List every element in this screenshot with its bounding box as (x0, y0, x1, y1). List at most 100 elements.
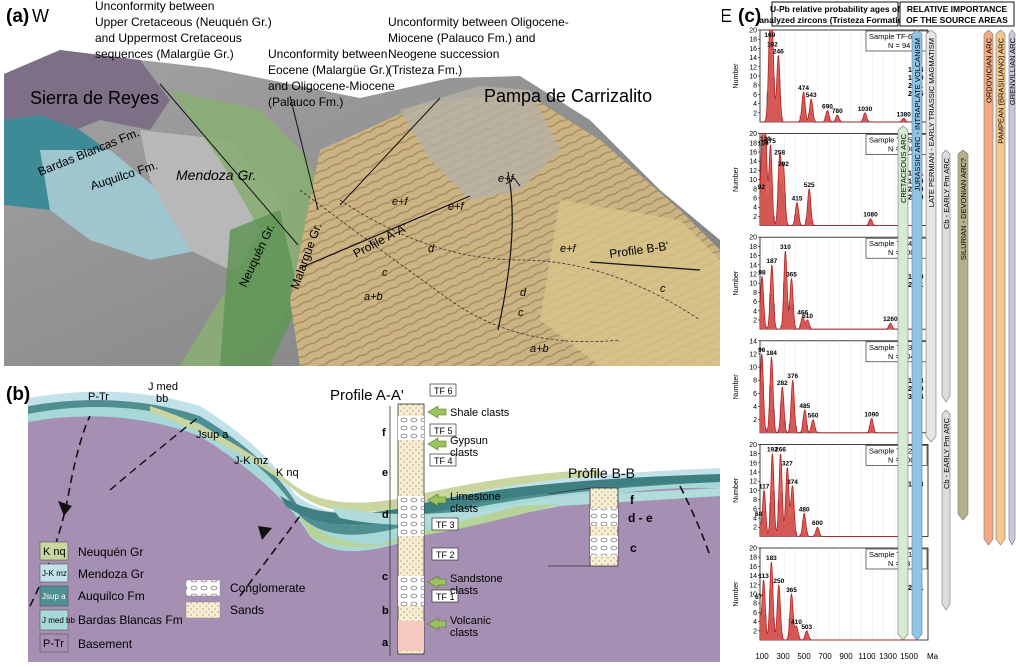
source-bar-shape (983, 29, 994, 546)
y-tick-label: 4 (753, 101, 757, 108)
clast-volcanic-2: clasts (450, 627, 479, 639)
east-label: E (722, 6, 732, 26)
y-tick-label: 6 (753, 196, 757, 203)
west-label: W (32, 6, 49, 26)
probability-area (760, 251, 917, 330)
probability-curve (759, 133, 917, 226)
tf6-label: TF 6 (429, 383, 457, 397)
y-tick-label: 2 (753, 417, 757, 424)
peak-label: 282 (777, 380, 788, 387)
peak-label: 169 (764, 32, 775, 39)
peak-label: 1080 (863, 212, 878, 219)
column-unit-d: d (382, 509, 389, 521)
source-bar-1: CRETACEOUS ARC (897, 125, 909, 641)
peak-label: 175 (765, 138, 776, 145)
svg-text:TF 3: TF 3 (436, 520, 455, 530)
peak-label: 292 (778, 161, 789, 168)
y-tick-label: 10 (749, 488, 757, 495)
probability-curve (759, 353, 917, 434)
y-tick-label: 14 (749, 470, 757, 477)
clast-gypsum-1: Gypsun (450, 435, 488, 447)
callout-line-3 (339, 97, 441, 206)
y-tick-label: 10 (749, 74, 757, 81)
peak-label: 109 (758, 140, 769, 147)
y-tick-label: 18 (749, 555, 757, 562)
landscape-svg: (a) W Unconformity between Upper Cretace… (0, 0, 722, 376)
x-tick-1500: 1500 (900, 652, 918, 661)
source-bar-shape (897, 125, 909, 641)
peak-label: 92 (758, 184, 766, 191)
contact-line-1 (299, 189, 621, 343)
svg-text:Sands: Sands (230, 603, 264, 617)
svg-text:Auquilco Fm: Auquilco Fm (78, 589, 145, 603)
callout-line-1 (159, 83, 299, 246)
source-bar-shape (995, 29, 1006, 546)
y-tick-label: 14 (749, 55, 757, 62)
place-sierra-de-reyes: Sierra de Reyes (30, 88, 159, 108)
peak-label: 690 (822, 104, 833, 111)
y-tick-label: 12 (749, 582, 757, 589)
peak-label: 560 (808, 413, 819, 420)
peak-label: 184 (766, 350, 777, 357)
x-unit: Ma (927, 652, 939, 661)
y-tick-label: 12 (749, 351, 757, 358)
clast-limestone-1: Limestone (450, 491, 501, 503)
peak-label: 1380 (896, 111, 911, 118)
y-tick-label: 4 (753, 619, 757, 626)
svg-text:J med bb: J med bb (42, 616, 75, 625)
y-tick-label: 8 (753, 601, 757, 608)
fault-4 (679, 485, 711, 557)
svg-text:Basement: Basement (78, 637, 133, 651)
peak-label: 183 (766, 555, 777, 562)
y-axis-label: Number (733, 63, 740, 89)
peak-label: 503 (801, 624, 812, 631)
sierra-green (170, 90, 330, 366)
callout-oligocene-4: (Tristeza Fm.) (388, 63, 462, 77)
source-bar-label: SILURIAN - DEVONIAN ARC? (959, 158, 968, 260)
source-bar-shape (925, 29, 937, 443)
map-label-mendoza: Mendoza Gr. (176, 167, 256, 183)
map-label-c-3: c (660, 283, 666, 295)
y-tick-label: 12 (749, 64, 757, 71)
y-tick-label: 16 (749, 460, 757, 467)
source-bar-9: GRENVILLIAN ARC (1008, 29, 1016, 546)
source-bar-8: PAMPEAN (BRASILIANO) ARC (995, 29, 1006, 546)
y-tick-label: 6 (753, 391, 757, 398)
profile-b-line (589, 261, 701, 271)
y-tick-label: 10 (749, 177, 757, 184)
source-bar-shape (1008, 29, 1016, 546)
map-label-ab-1: a+b (364, 291, 383, 303)
map-label-d-1: d (428, 243, 435, 255)
y-tick-label: 16 (749, 564, 757, 571)
y-axis-label: Number (733, 477, 740, 503)
map-label-c-2: c (518, 307, 524, 319)
fault-arrow-2 (258, 526, 272, 540)
y-tick-label: 18 (749, 140, 757, 147)
callout-eocene-1: Unconformity between (268, 47, 387, 61)
hist-title-1: U-Pb relative probability ages of (770, 4, 900, 14)
peak-label: 780 (832, 108, 843, 115)
source-bar-label: LATE PERMIAN - EARLY TRIASSIC MAGMATISM (927, 38, 936, 207)
clast-arrows (427, 405, 447, 631)
peak-label: 258 (774, 150, 785, 157)
peak-label: 510 (802, 313, 813, 320)
y-tick-label: 14 (749, 338, 757, 345)
y-tick-label: 18 (749, 37, 757, 44)
tf2-label: TF 2 (431, 547, 459, 561)
panel-b-letter: (b) (6, 384, 30, 405)
neuquen-strip (220, 210, 300, 366)
y-tick-label: 18 (749, 451, 757, 458)
sample-name: Sample TF-3 (869, 343, 912, 352)
sample-n: N = 94 (888, 41, 910, 50)
map-label-ab-2: a+b (530, 343, 549, 355)
y-tick-label: 8 (753, 83, 757, 90)
y-tick-label: 12 (749, 479, 757, 486)
peak-label: 365 (786, 587, 797, 594)
column-unit-a: a (382, 637, 389, 649)
peak-label: 1260 (883, 316, 898, 323)
pampa-yellow (540, 200, 720, 366)
y-tick-label: 18 (749, 244, 757, 251)
map-label-ef-3: e+f (560, 243, 577, 255)
profile-b-title: Pròfile B-B (568, 465, 635, 481)
profile-b-unit-f: f (630, 493, 635, 507)
